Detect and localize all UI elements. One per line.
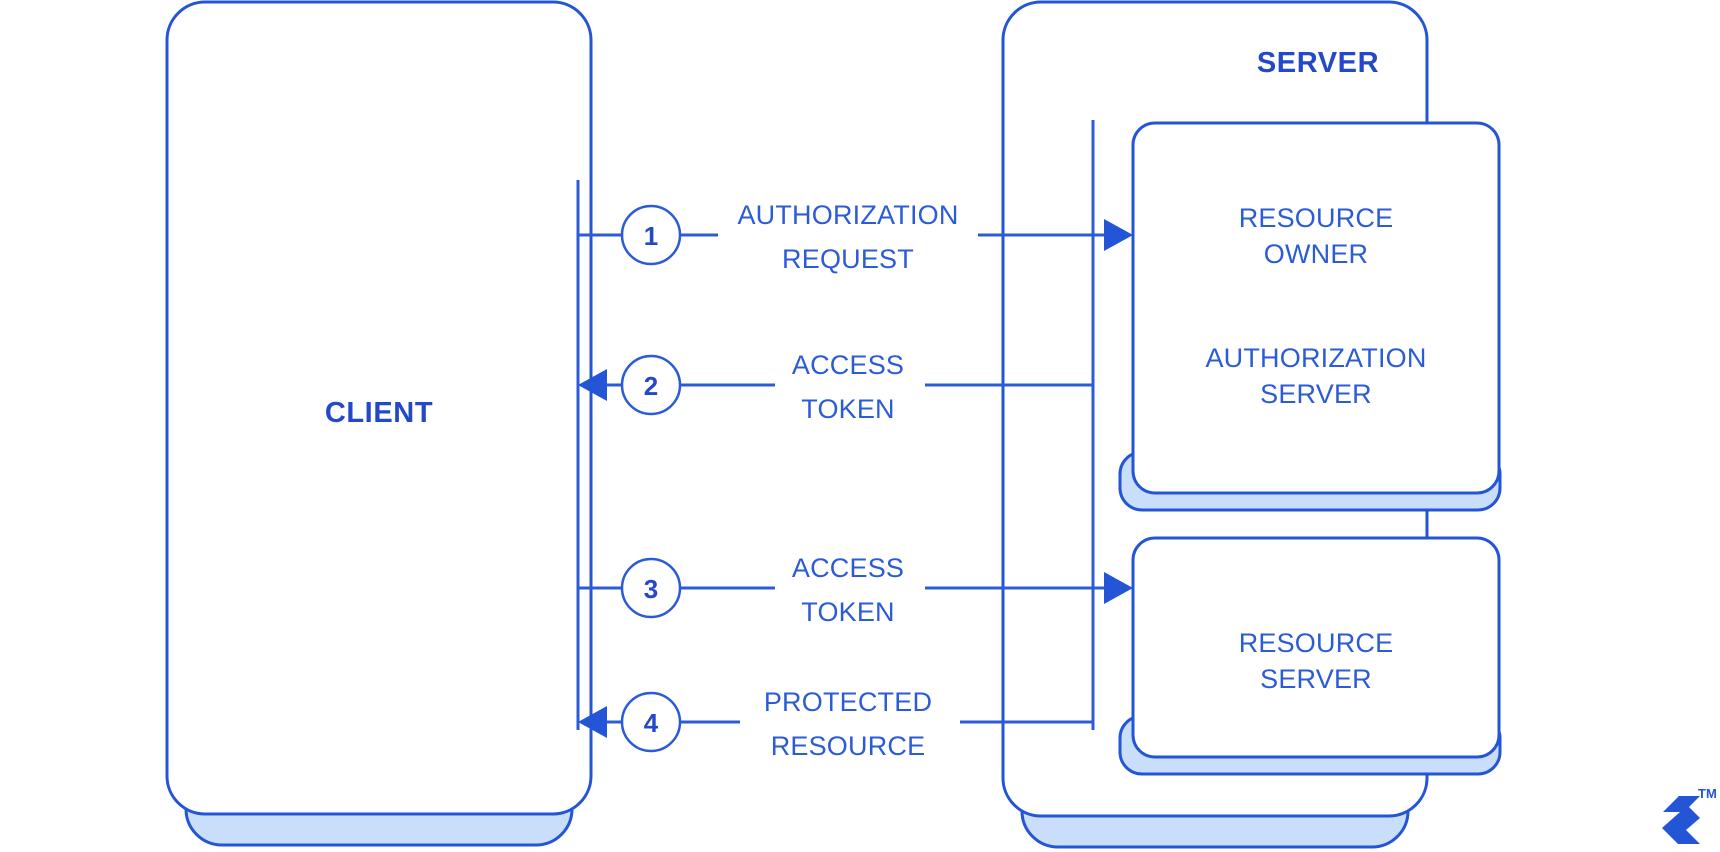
flow-3-arrowhead-icon <box>1104 572 1133 604</box>
flow-4-step-number: 4 <box>644 708 659 738</box>
flow-3-step-circle <box>620 557 682 619</box>
resource-server-line-2: SERVER <box>1260 664 1372 694</box>
flow-4-label-backdrop <box>740 709 960 735</box>
flow-step-3[interactable]: 3 ACCESS TOKEN <box>578 553 1133 627</box>
flow-1-label-backdrop <box>718 222 978 248</box>
flow-2-label-backdrop <box>775 372 925 398</box>
resource-server-box-outline <box>1131 536 1501 759</box>
flow-1-label-line-2: REQUEST <box>782 244 914 274</box>
flow-2-step-circle <box>620 354 682 416</box>
flow-1-label-line-1: AUTHORIZATION <box>737 200 958 230</box>
flow-step-1[interactable]: 1 AUTHORIZATION REQUEST <box>578 200 1133 274</box>
trademark-symbol: TM <box>1698 786 1717 801</box>
authorization-server-line-4: SERVER <box>1260 379 1372 409</box>
client-box-outline <box>165 0 593 816</box>
flow-2-label-line-1: ACCESS <box>792 350 904 380</box>
flow-2-arrowhead-icon <box>578 369 607 401</box>
brand-watermark: TM <box>1662 786 1717 844</box>
flow-3-label-line-2: TOKEN <box>801 597 895 627</box>
toptal-logo-icon <box>1662 796 1700 844</box>
flow-3-label-backdrop <box>775 575 925 601</box>
server-label: SERVER <box>1257 47 1379 79</box>
client-node[interactable]: CLIENT <box>165 0 593 847</box>
flow-step-2[interactable]: 2 ACCESS TOKEN <box>578 350 1093 424</box>
flow-2-step-number: 2 <box>644 371 658 401</box>
flow-1-arrowhead-icon <box>1104 219 1133 251</box>
server-node[interactable]: SERVER RESOURCE OWNER AUTHORIZATION SERV… <box>1001 0 1502 849</box>
flow-4-label-line-2: RESOURCE <box>771 731 926 761</box>
client-box-fill <box>167 2 591 814</box>
resource-server-node[interactable]: RESOURCE SERVER <box>1118 536 1502 776</box>
client-label: CLIENT <box>325 397 433 429</box>
flow-3-step-number: 3 <box>644 574 658 604</box>
authorization-server-node[interactable]: RESOURCE OWNER AUTHORIZATION SERVER <box>1118 121 1502 512</box>
authorization-server-box-fill <box>1133 123 1499 493</box>
flow-4-step-circle <box>620 691 682 753</box>
authorization-server-box-outline <box>1131 121 1501 495</box>
flow-1-step-circle <box>620 204 682 266</box>
authorization-server-line-3: AUTHORIZATION <box>1205 343 1426 373</box>
flow-2-label-line-2: TOKEN <box>801 394 895 424</box>
authorization-server-line-1: RESOURCE <box>1239 203 1394 233</box>
authorization-server-line-2: OWNER <box>1264 239 1369 269</box>
flow-step-4[interactable]: 4 PROTECTED RESOURCE <box>578 687 1093 761</box>
flow-3-label-line-1: ACCESS <box>792 553 904 583</box>
flow-4-label-line-1: PROTECTED <box>764 687 932 717</box>
flow-1-step-number: 1 <box>644 221 658 251</box>
resource-server-line-1: RESOURCE <box>1239 628 1394 658</box>
resource-server-box-fill <box>1133 538 1499 757</box>
flow-4-arrowhead-icon <box>578 706 607 738</box>
